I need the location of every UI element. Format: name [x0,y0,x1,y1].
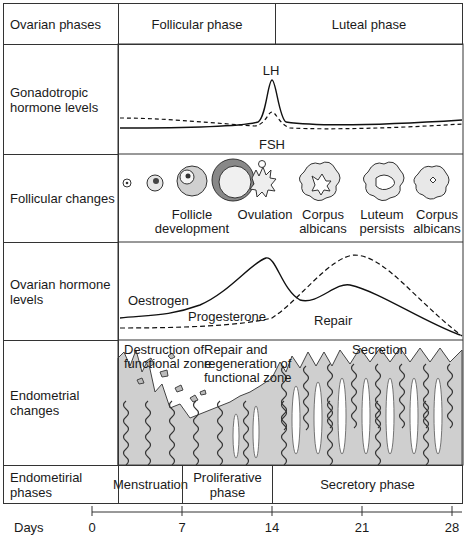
cell-text: Gonadotropic hormone levels [10,85,118,115]
cell-text: Endometrial changes [10,388,118,418]
phase-cell: Secretory phase [272,465,463,504]
stage-label: Corpus albicans [298,208,348,236]
stage-label: Ovulation [234,208,296,222]
stage-label: Luteum persists [354,208,410,236]
row-header: Endometrial changes [3,340,119,466]
tick-label: 21 [350,521,374,535]
row-header: Gonadotropic hormone levels [3,44,119,155]
cell-text: Follicular phase [151,17,242,32]
tick-label: 14 [260,521,284,535]
cell-text: Ovarian hormone levels [10,277,118,307]
curve-label: LH [258,64,284,78]
cell-text: Secretory phase [320,477,415,492]
curve-label: Oestrogen [128,294,198,308]
cell-text: Menstruation [113,477,188,492]
phase-cell: Follicular phase [118,3,276,45]
cell-text: Luteal phase [332,17,406,32]
row-header: Ovarian hormone levels [3,242,119,341]
axis-title: Days [14,521,54,535]
zone-label: Secretion [352,343,422,357]
tick-label: 7 [170,521,194,535]
phase-cell: Menstruation [118,465,183,504]
row-header: Follicular changes [3,154,119,243]
phase-cell: Luteal phase [275,3,463,45]
stage-label: Corpus albicans [412,208,462,236]
cell-text: Endometirial phases [10,470,118,500]
curve-label: Repair [314,314,364,328]
tick-label: 0 [80,521,104,535]
cell-text: Ovarian phases [10,17,101,32]
tick-label: 28 [440,521,464,535]
row-header: Endometirial phases [3,465,119,504]
stage-label: Follicle development [136,208,248,236]
zone-label: Repair and regeneration of functional zo… [204,343,334,385]
phase-header: Ovarian phases [3,3,119,45]
cell-text: Follicular changes [10,191,115,206]
curve-label: Progesterone [188,310,268,324]
cell-text: Proliferative phase [183,470,272,500]
phase-cell: Proliferative phase [182,465,273,504]
curve-label: FSH [256,138,288,152]
